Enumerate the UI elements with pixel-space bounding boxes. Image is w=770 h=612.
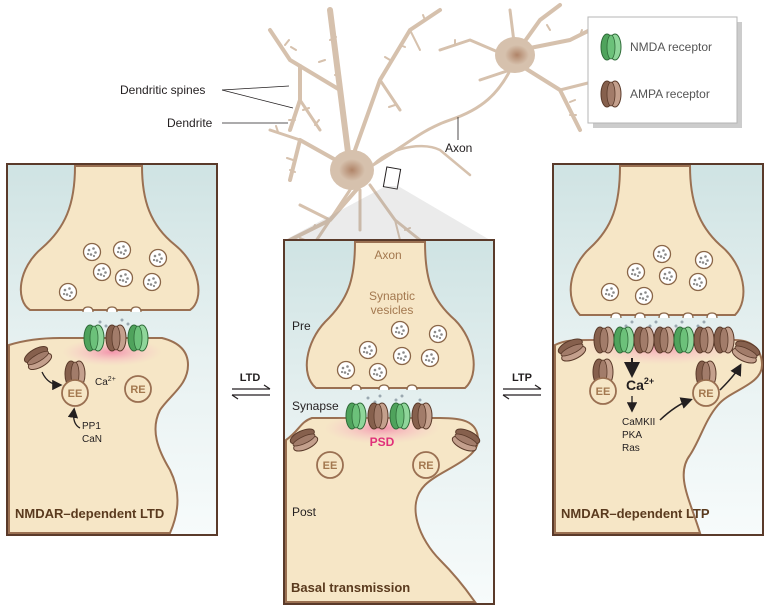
ltd-pp1-label: PP1	[82, 421, 101, 432]
legend: NMDA receptor AMPA receptor	[587, 16, 742, 128]
basal-re-endosome	[412, 451, 440, 479]
legend-ampa-label: AMPA receptor	[630, 87, 710, 101]
ltp-camkii-label: CaMKII	[622, 417, 655, 428]
ltp-calcium-label: Ca2+	[626, 376, 654, 393]
basal-panel-title: Basal transmission	[291, 580, 410, 595]
ltp-arrows: LTP	[502, 372, 542, 400]
legend-nmda-label: NMDA receptor	[630, 40, 712, 54]
ltp-arrow-label: LTP	[512, 372, 532, 384]
ltp-panel-title: NMDAR–dependent LTP	[561, 506, 710, 521]
ampa-receptor-icon	[600, 80, 622, 108]
basal-re-label: RE	[418, 460, 433, 472]
ltd-arrows: LTD	[231, 372, 271, 400]
ltd-ee-label: EE	[68, 388, 83, 400]
ltd-receptors	[83, 324, 149, 352]
dendrite-label: Dendrite	[167, 116, 213, 130]
basal-pre-label: Pre	[292, 319, 311, 333]
basal-ee-label: EE	[323, 460, 338, 472]
basal-ee-endosome	[316, 451, 344, 479]
basal-axon-label: Axon	[374, 248, 401, 262]
ltp-ee-endosome	[589, 377, 617, 405]
ltd-re-endosome	[124, 375, 152, 403]
ltp-ras-label: Ras	[622, 443, 640, 454]
neuron-labels: Dendritic spines Dendrite Axon	[120, 83, 472, 155]
ltp-pka-label: PKA	[622, 430, 642, 441]
dendritic-spines-label: Dendritic spines	[120, 83, 205, 97]
basal-psd-label: PSD	[370, 435, 395, 449]
ltp-ee-label: EE	[596, 386, 611, 398]
basal-synapse-label: Synapse	[292, 399, 339, 413]
basal-post-label: Post	[292, 505, 317, 519]
ltd-can-label: CaN	[82, 434, 102, 445]
ltd-panel-title: NMDAR–dependent LTD	[15, 506, 164, 521]
ltd-calcium-label: Ca2+	[95, 376, 116, 388]
basal-vesicles-label-2: vesicles	[371, 303, 414, 317]
nmda-receptor-icon	[600, 33, 622, 61]
axon-label: Axon	[445, 141, 472, 155]
neuron-illustration	[268, 3, 612, 252]
ltp-re-label: RE	[698, 388, 713, 400]
basal-vesicles-label-1: Synaptic	[369, 289, 415, 303]
basal-panel: Axon Synaptic vesicles PSD EE RE Pre Syn…	[283, 239, 495, 605]
ltd-release-sites	[82, 306, 142, 313]
ltd-re-label: RE	[130, 384, 145, 396]
ltp-panel: EE RE Ca2+ CaMKII PKA Ras NMDAR–dependen…	[552, 163, 764, 536]
ltd-arrow-label: LTD	[240, 372, 261, 384]
ltd-panel: EE RE Ca2+ PP1 CaN NMDAR–dependent LTD	[6, 163, 218, 536]
ltd-ee-endosome	[61, 379, 89, 407]
ltp-re-endosome	[692, 379, 720, 407]
